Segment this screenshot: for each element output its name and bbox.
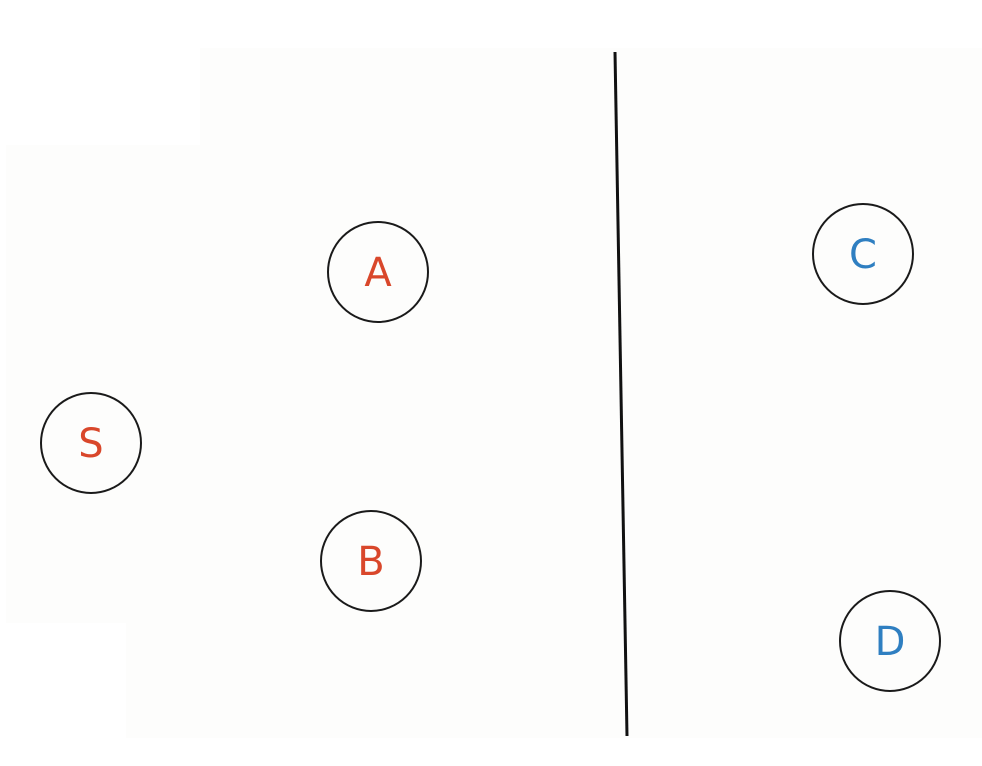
node-s-circle [40,392,142,494]
node-d-label: D [875,619,906,665]
node-a: A [327,221,429,323]
node-s-label: S [78,421,103,467]
background-panel [200,48,982,738]
node-c: C [812,203,914,305]
node-d: D [839,590,941,692]
partition-line [613,51,629,737]
node-a-label: A [364,250,392,296]
node-c-circle [812,203,914,305]
background-panel [6,145,206,623]
node-b-circle [320,510,422,612]
node-a-circle [327,221,429,323]
background-panel [126,600,226,738]
node-s: S [40,392,142,494]
node-b: B [320,510,422,612]
node-d-circle [839,590,941,692]
node-c-label: C [849,232,877,278]
node-b-label: B [357,539,384,585]
